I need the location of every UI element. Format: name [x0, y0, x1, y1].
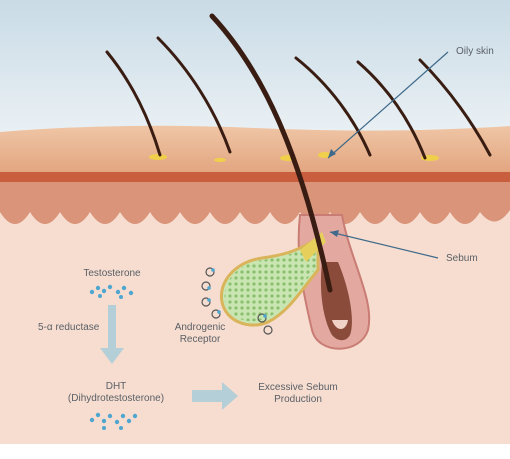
label-dht-line1: DHT [106, 381, 127, 393]
skin-surface [0, 126, 510, 175]
label-reductase: 5-α reductase [38, 322, 99, 334]
bottom-border [0, 444, 510, 454]
label-testosterone: Testosterone [83, 268, 140, 280]
epidermis-layer [0, 182, 510, 224]
label-excessive-line2: Production [274, 394, 322, 406]
label-oily-skin: Oily skin [456, 46, 494, 58]
epidermis-stripe [0, 172, 510, 182]
label-dht-line2: (Dihydrotestosterone) [68, 393, 164, 405]
label-androgenic-line2: Receptor [180, 334, 221, 346]
label-androgenic-line1: Androgenic [175, 322, 226, 334]
label-sebum: Sebum [446, 253, 478, 265]
label-excessive-line1: Excessive Sebum [258, 382, 337, 394]
